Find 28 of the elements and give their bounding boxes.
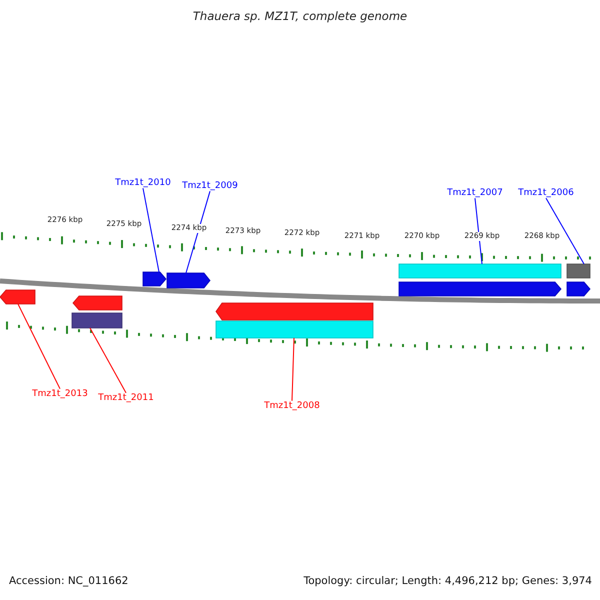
gene-feature-bar xyxy=(72,296,122,310)
gene-feature-bar xyxy=(566,282,591,296)
leader-line xyxy=(90,328,126,394)
gene-feature-bar xyxy=(398,282,562,296)
gene-label: Tmz1t_2010 xyxy=(114,178,172,188)
gene-feature-bar xyxy=(398,264,562,278)
gene-label: Tmz1t_2007 xyxy=(446,188,504,198)
gene-feature-bar xyxy=(216,302,374,320)
title: Thauera sp. MZ1T, complete genome xyxy=(192,10,408,24)
leader-line xyxy=(142,188,160,272)
gene-feature-bar xyxy=(72,312,122,328)
gene-feature-bar xyxy=(0,290,36,304)
leader-line xyxy=(18,304,60,390)
gene-label: Tmz1t_2013 xyxy=(31,388,89,400)
leader-line xyxy=(546,198,584,264)
accession-text: Accession: NC_011662 xyxy=(9,575,128,588)
gene-label: Tmz1t_2009 xyxy=(181,180,239,192)
gene-label: Tmz1t_2006 xyxy=(517,188,575,198)
leader-line xyxy=(186,190,210,274)
genome-summary-text: Topology: circular; Length: 4,496,212 bp; Genes: 3,974 xyxy=(304,575,592,588)
leader-line xyxy=(474,198,482,264)
gene-label: Tmz1t_2008 xyxy=(263,400,321,412)
gene-feature-bar xyxy=(566,264,590,278)
gene-feature-bar xyxy=(166,272,211,288)
leader-line xyxy=(292,338,294,402)
gene-feature-bar xyxy=(216,320,374,338)
gene-label: Tmz1t_2011 xyxy=(97,392,155,404)
gene-feature-bar xyxy=(142,272,167,286)
